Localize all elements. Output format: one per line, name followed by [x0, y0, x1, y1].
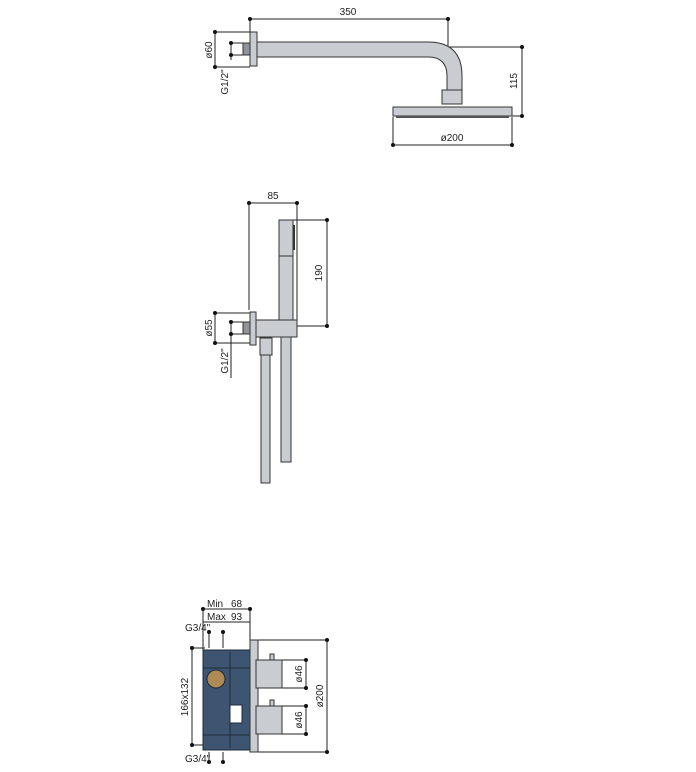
valve-thread-bottom-label: G3/4": [185, 754, 211, 765]
arm-nipple: [242, 42, 251, 56]
arm-drop-label: 115: [509, 73, 520, 89]
holder-body: [255, 319, 298, 338]
valve-max-value: 93: [231, 612, 243, 623]
arm-flange-label: ø60: [204, 41, 215, 59]
valve-box-label: 166x132: [180, 677, 191, 716]
shower-head-nozzles: [396, 116, 509, 118]
holder-flange-label: ø55: [204, 319, 215, 337]
hand-height-label: 190: [314, 264, 325, 281]
arm-flange: [249, 31, 258, 67]
hose-loop: [280, 336, 292, 463]
plate-diameter-label: ø200: [315, 684, 326, 707]
arm-nut: [441, 89, 463, 105]
valve-handle-bottom: [255, 705, 283, 735]
arm-length-label: 350: [340, 7, 357, 18]
arm-pipe: [256, 41, 463, 91]
valve-plate: [249, 639, 259, 753]
handle-top-tab: [269, 653, 275, 661]
valve-handle-top: [255, 659, 283, 689]
shower-head: [392, 106, 513, 117]
hand-width-label: 85: [267, 191, 279, 202]
hand-shower-drawing: 85 190 ø55 G1/2": [204, 191, 329, 484]
shower-arm-drawing: 350 ø60 G1/2" 115 ø200: [204, 7, 524, 147]
handle2-diameter-label: ø46: [294, 711, 305, 729]
valve-min-label: Min: [207, 599, 223, 610]
hose-connector: [259, 337, 273, 356]
head-diameter-label: ø200: [441, 133, 464, 144]
holder-thread-label: G1/2": [220, 348, 231, 374]
hand-shower-handle: [278, 219, 294, 321]
holder-nipple: [242, 321, 251, 335]
valve-drawing: Min 68 Max 93 G3/4" G3/4" 166x132 ø46 ø4…: [180, 599, 329, 765]
valve-box: [202, 649, 251, 751]
hand-shower-nozzles: [293, 225, 295, 250]
valve-box-window: [229, 704, 243, 724]
handle-bottom-tab: [269, 699, 275, 707]
handle1-diameter-label: ø46: [294, 665, 305, 683]
valve-thread-top-label: G3/4": [185, 623, 211, 634]
arm-thread-label: G1/2": [220, 69, 231, 95]
valve-inlet: [206, 669, 226, 689]
holder-flange: [249, 311, 257, 346]
valve-min-value: 68: [231, 599, 243, 610]
hose: [260, 354, 271, 484]
valve-max-label: Max: [207, 612, 226, 623]
